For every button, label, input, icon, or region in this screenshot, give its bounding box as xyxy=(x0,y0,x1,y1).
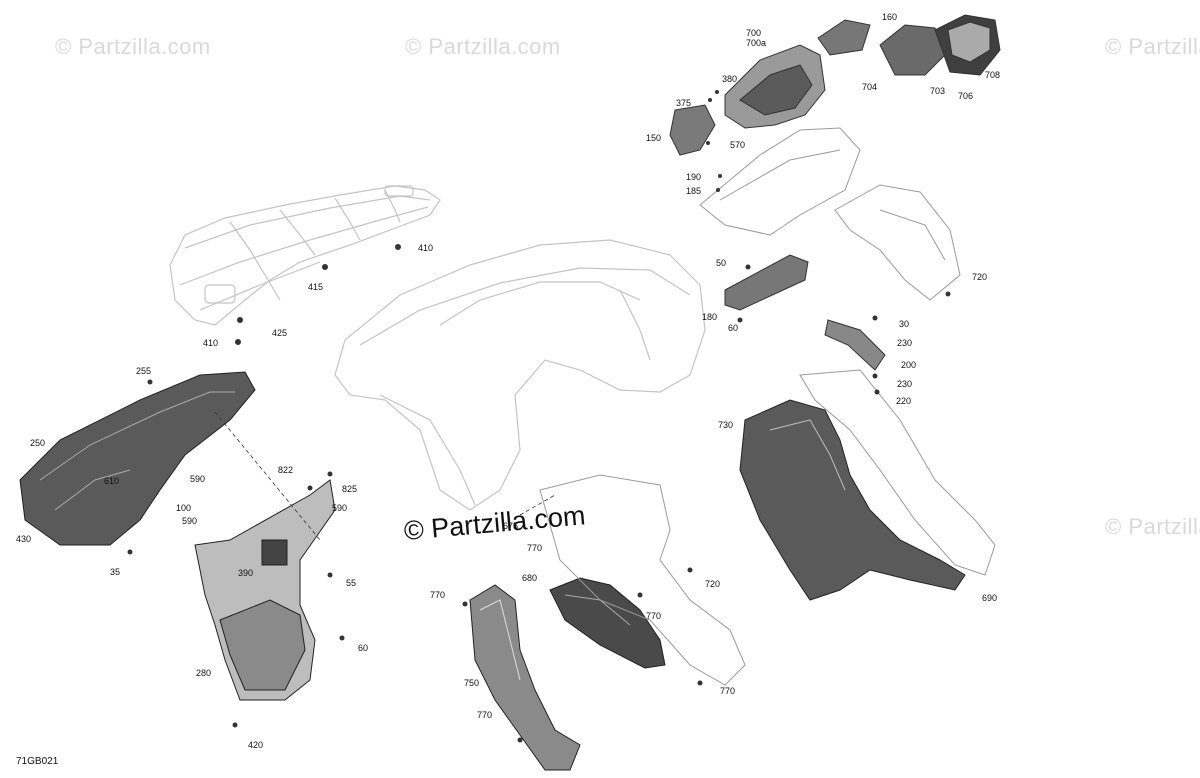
callout-label: 60 xyxy=(358,643,369,653)
callout-label: 690 xyxy=(982,593,998,603)
watermark-text: © Partzilla.com xyxy=(405,34,561,59)
callout-label: 280 xyxy=(196,668,212,678)
callout-label: 700 xyxy=(746,28,762,38)
callout-label: 390 xyxy=(238,568,254,578)
diagram-code: 71GB021 xyxy=(16,756,59,767)
callout-label: 220 xyxy=(896,396,912,406)
callout-label: 706 xyxy=(958,91,974,101)
watermark-text: © Partzilla.com xyxy=(55,34,211,59)
callout-label: 60 xyxy=(728,323,739,333)
front-frame-part xyxy=(699,127,961,301)
callout-label: 770 xyxy=(430,590,446,600)
callout-label: 590 xyxy=(332,503,348,513)
callout-label: 190 xyxy=(686,172,702,182)
callout-label: 770 xyxy=(720,686,736,696)
callout-label: 700a xyxy=(746,38,767,48)
callout-label: 185 xyxy=(686,186,702,196)
bracket-part xyxy=(724,254,809,311)
callout-label: 380 xyxy=(722,74,738,84)
callout-label: 770 xyxy=(527,543,543,553)
callout-label: 100 xyxy=(176,503,192,513)
callout-label: 675 xyxy=(503,521,519,531)
callout-label: 825 xyxy=(342,484,358,494)
rear-fender-part xyxy=(334,239,706,511)
callout-label: 410 xyxy=(203,338,219,348)
callout-label: 704 xyxy=(862,82,878,92)
callout-label: 708 xyxy=(985,70,1001,80)
callout-label: 430 xyxy=(16,534,32,544)
callout-label: 770 xyxy=(646,611,662,621)
center-side-panel-part xyxy=(539,474,746,686)
watermark-text: © Partzilla.com xyxy=(1105,514,1200,539)
rear-rack-part xyxy=(169,185,441,326)
callout-label: 160 xyxy=(882,12,898,22)
callout-label: 720 xyxy=(705,579,721,589)
fastener-markers xyxy=(127,90,951,743)
callout-label: 720 xyxy=(972,272,988,282)
callout-label: 200 xyxy=(901,360,917,370)
callout-label: 750 xyxy=(464,678,480,688)
callout-label: 255 xyxy=(136,366,152,376)
callout-label: 570 xyxy=(730,140,746,150)
callout-label: 420 xyxy=(248,740,264,750)
callout-label: 35 xyxy=(110,567,121,577)
right-rear-panel-part xyxy=(799,369,996,576)
callout-label: 375 xyxy=(676,98,692,108)
callout-label: 590 xyxy=(190,474,206,484)
watermark-text: © Partzilla.com xyxy=(1105,34,1200,59)
callout-label: 425 xyxy=(272,328,288,338)
callout-label: 730 xyxy=(718,420,734,430)
side-bracket-part xyxy=(824,319,886,371)
callout-label: 680 xyxy=(522,573,538,583)
lower-left-panel-part xyxy=(469,584,581,771)
callout-label: 770 xyxy=(477,710,493,720)
front-frame-280-part xyxy=(194,479,336,701)
callout-label: 180 xyxy=(702,312,718,322)
callout-label: 703 xyxy=(930,86,946,96)
callout-label: 610 xyxy=(104,476,120,486)
callout-label: 230 xyxy=(897,338,913,348)
callout-label: 822 xyxy=(278,465,294,475)
right-side-panel-part xyxy=(739,399,966,601)
dashboard-part xyxy=(669,14,1001,156)
callout-label: 410 xyxy=(418,243,434,253)
callout-label: 250 xyxy=(30,438,46,448)
left-front-panel-part xyxy=(19,371,256,546)
callout-label: 415 xyxy=(308,282,324,292)
callout-label: 55 xyxy=(346,578,357,588)
rack-fasteners xyxy=(235,244,401,345)
callout-label: 30 xyxy=(899,319,910,329)
callout-label: 50 xyxy=(716,258,727,268)
footwell-panel-part xyxy=(549,577,666,669)
callout-label: 150 xyxy=(646,133,662,143)
callout-label: 230 xyxy=(897,379,913,389)
callout-label: 590 xyxy=(182,516,198,526)
